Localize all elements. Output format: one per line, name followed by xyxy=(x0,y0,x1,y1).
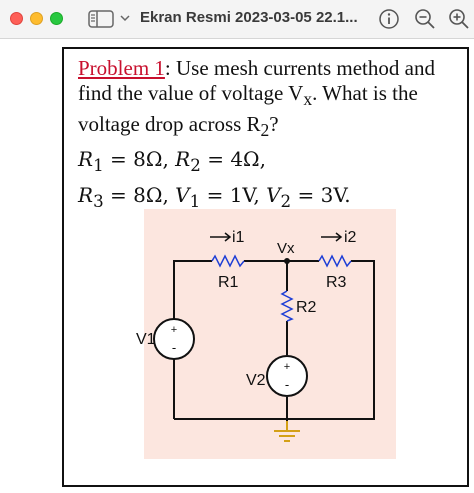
r2-resistor-symbol xyxy=(280,290,294,322)
v1-source-symbol: + - xyxy=(153,318,195,360)
r2-label: R2 xyxy=(296,299,317,316)
circuit-diagram: + - + - i1 xyxy=(136,209,396,459)
v2-sub: 2 xyxy=(280,192,292,212)
v2-value: = 3V. xyxy=(291,183,351,208)
problem-intro: : Use mesh currents method and find the … xyxy=(78,56,435,105)
problem-document: Problem 1: Use mesh currents method and … xyxy=(62,47,469,487)
circuit-wires xyxy=(173,260,375,431)
r2-subscript: 2 xyxy=(260,120,270,141)
v1-sub: 1 xyxy=(189,192,201,212)
v1-minus: - xyxy=(172,340,176,355)
r1-value: = 8Ω, xyxy=(103,147,176,172)
r1-symbol: R xyxy=(78,147,94,172)
problem-end: ? xyxy=(269,112,279,137)
problem-middle: . What is the voltage drop across R xyxy=(78,81,418,137)
vx-subscript: x xyxy=(303,89,313,110)
r3-resistor-symbol xyxy=(318,254,352,268)
v1-symbol: V xyxy=(175,183,190,208)
v2-label: V2 xyxy=(246,372,266,389)
info-icon[interactable] xyxy=(378,8,400,30)
i1-label: i1 xyxy=(232,229,245,246)
r1-resistor-symbol xyxy=(211,254,245,268)
v2-plus: + xyxy=(284,361,290,373)
vx-label: Vx xyxy=(277,240,295,257)
minimize-window-button[interactable] xyxy=(30,12,43,25)
r2-sub: 2 xyxy=(190,156,201,176)
window-title: Ekran Resmi 2023-03-05 22.1... xyxy=(140,9,358,26)
r1-sub: 1 xyxy=(93,156,104,176)
i2-label: i2 xyxy=(344,229,357,246)
zoom-in-icon[interactable] xyxy=(448,8,470,30)
values-line-2: R3 = 8Ω, V1 = 1V, V2 = 3V. xyxy=(78,182,463,215)
values-line-1: R1 = 8Ω, R2 = 4Ω, xyxy=(78,146,463,179)
chevron-down-icon[interactable] xyxy=(120,11,130,25)
v1-plus: + xyxy=(171,324,177,336)
r2-symbol: R xyxy=(175,147,191,172)
zoom-window-button[interactable] xyxy=(50,12,63,25)
close-window-button[interactable] xyxy=(10,12,23,25)
r3-sub: 3 xyxy=(93,192,104,212)
ground-symbol xyxy=(274,421,300,442)
v2-source-symbol: + - xyxy=(266,355,308,397)
r3-label: R3 xyxy=(326,274,347,291)
vx-node-dot xyxy=(284,258,290,264)
problem-text: Problem 1: Use mesh currents method and … xyxy=(78,56,463,215)
sidebar-toggle-icon[interactable] xyxy=(88,10,114,28)
r2-value: = 4Ω, xyxy=(200,147,266,172)
r3-value: = 8Ω, xyxy=(103,183,176,208)
v2-minus: - xyxy=(285,377,289,392)
r3-symbol: R xyxy=(78,183,94,208)
v2-symbol: V xyxy=(266,183,281,208)
window-titlebar: Ekran Resmi 2023-03-05 22.1... xyxy=(0,0,474,39)
i1-arrow-icon xyxy=(210,232,232,242)
i2-arrow-icon xyxy=(321,232,343,242)
v1-label: V1 xyxy=(136,331,156,348)
zoom-out-icon[interactable] xyxy=(414,8,436,30)
problem-label: Problem 1 xyxy=(78,56,165,80)
r1-label: R1 xyxy=(218,274,239,291)
v1-value: = 1V, xyxy=(200,183,267,208)
